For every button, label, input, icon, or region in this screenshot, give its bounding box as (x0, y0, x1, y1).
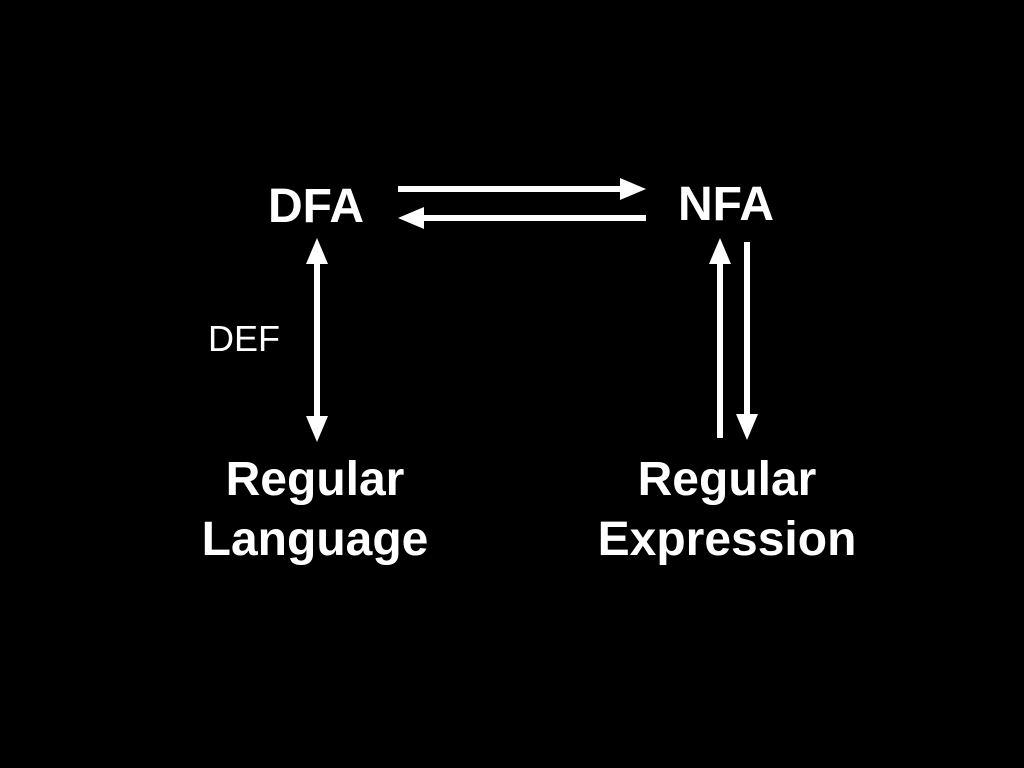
node-dfa: DFA (268, 180, 364, 233)
arrow-nfa-to-dfa (398, 207, 646, 229)
node-regular-expression-line-1: Regular (637, 453, 817, 506)
node-regular-expression-line-2: Expression (597, 513, 857, 566)
node-regular-expression: Regular Expression (560, 450, 894, 570)
arrow-nfa-to-regexp (736, 242, 758, 440)
arrow-dfa-regular-language (306, 238, 328, 442)
node-regular-language-line-1: Regular (225, 453, 405, 506)
node-nfa: NFA (678, 178, 774, 231)
edge-label-def: DEF (208, 318, 280, 359)
arrow-dfa-to-nfa (398, 178, 646, 200)
node-regular-language-line-2: Language (201, 513, 429, 566)
arrow-regexp-to-nfa (709, 238, 731, 438)
node-regular-language: Regular Language (160, 450, 470, 570)
